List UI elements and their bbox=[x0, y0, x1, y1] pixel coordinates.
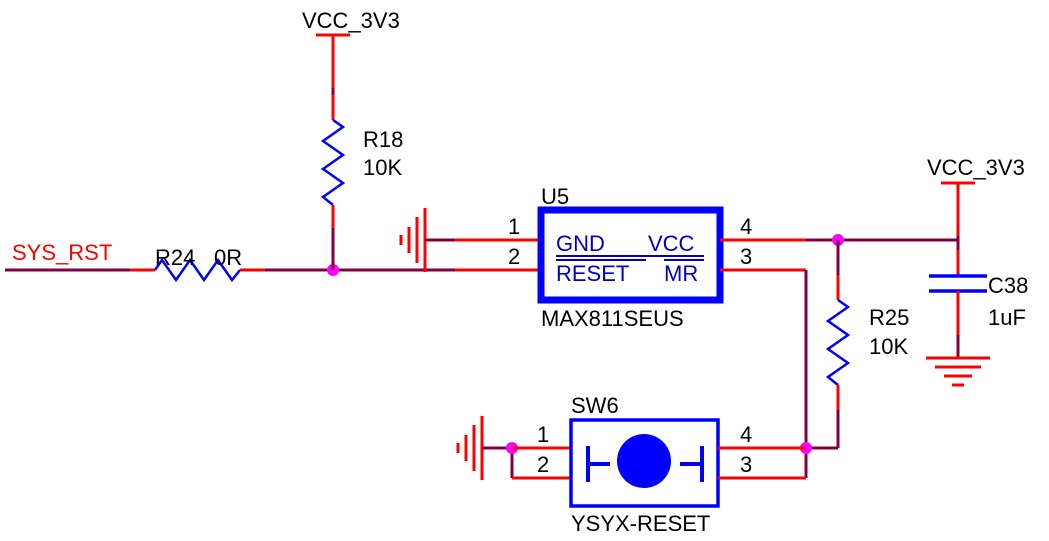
chip-u5 bbox=[455, 206, 806, 304]
r18-value: 10K bbox=[363, 155, 402, 180]
r25-value: 10K bbox=[869, 334, 908, 359]
c38-value: 1uF bbox=[988, 305, 1026, 330]
r24-value: 0R bbox=[214, 245, 242, 270]
r25-ref: R25 bbox=[869, 305, 909, 330]
sw6-pin2-num: 2 bbox=[537, 452, 549, 477]
sw6-pin4-num: 4 bbox=[740, 422, 752, 447]
u5-pin3-num: 3 bbox=[740, 244, 752, 269]
ground-icon-u5 bbox=[399, 208, 427, 272]
u5-part: MAX811SEUS bbox=[541, 306, 684, 331]
u5-pin-gnd-label: GND bbox=[556, 231, 605, 256]
resistor-r18 bbox=[320, 95, 346, 228]
sw6-pin3-num: 3 bbox=[740, 452, 752, 477]
u5-pin1-num: 1 bbox=[508, 214, 520, 239]
r18-ref: R18 bbox=[363, 127, 403, 152]
push-button-icon bbox=[617, 434, 671, 488]
c38-ref: C38 bbox=[988, 273, 1028, 298]
u5-pin4-num: 4 bbox=[740, 214, 752, 239]
u5-pin2-num: 2 bbox=[508, 244, 520, 269]
sw6-part: YSYX-RESET bbox=[571, 511, 710, 536]
capacitor-c38 bbox=[929, 240, 987, 358]
u5-pin-vcc-label: VCC bbox=[648, 231, 695, 256]
sw6-ref: SW6 bbox=[571, 393, 619, 418]
u5-pin-reset-label: RESET bbox=[556, 261, 629, 286]
ground-icon-sw6 bbox=[456, 416, 484, 480]
ground-icon-c38 bbox=[926, 356, 990, 387]
sw6-pin1-num: 1 bbox=[537, 422, 549, 447]
r24-ref: R24 bbox=[155, 245, 195, 270]
resistor-r24 bbox=[130, 257, 265, 283]
u5-pin-mr-label: MR bbox=[664, 261, 698, 286]
vcc-label-top: VCC_3V3 bbox=[302, 8, 400, 33]
resistor-r25 bbox=[825, 240, 851, 448]
vcc-label-right: VCC_3V3 bbox=[927, 155, 1025, 180]
net-label-sys-rst: SYS_RST bbox=[12, 240, 112, 265]
u5-ref: U5 bbox=[541, 184, 569, 209]
switch-sw6 bbox=[512, 418, 806, 508]
